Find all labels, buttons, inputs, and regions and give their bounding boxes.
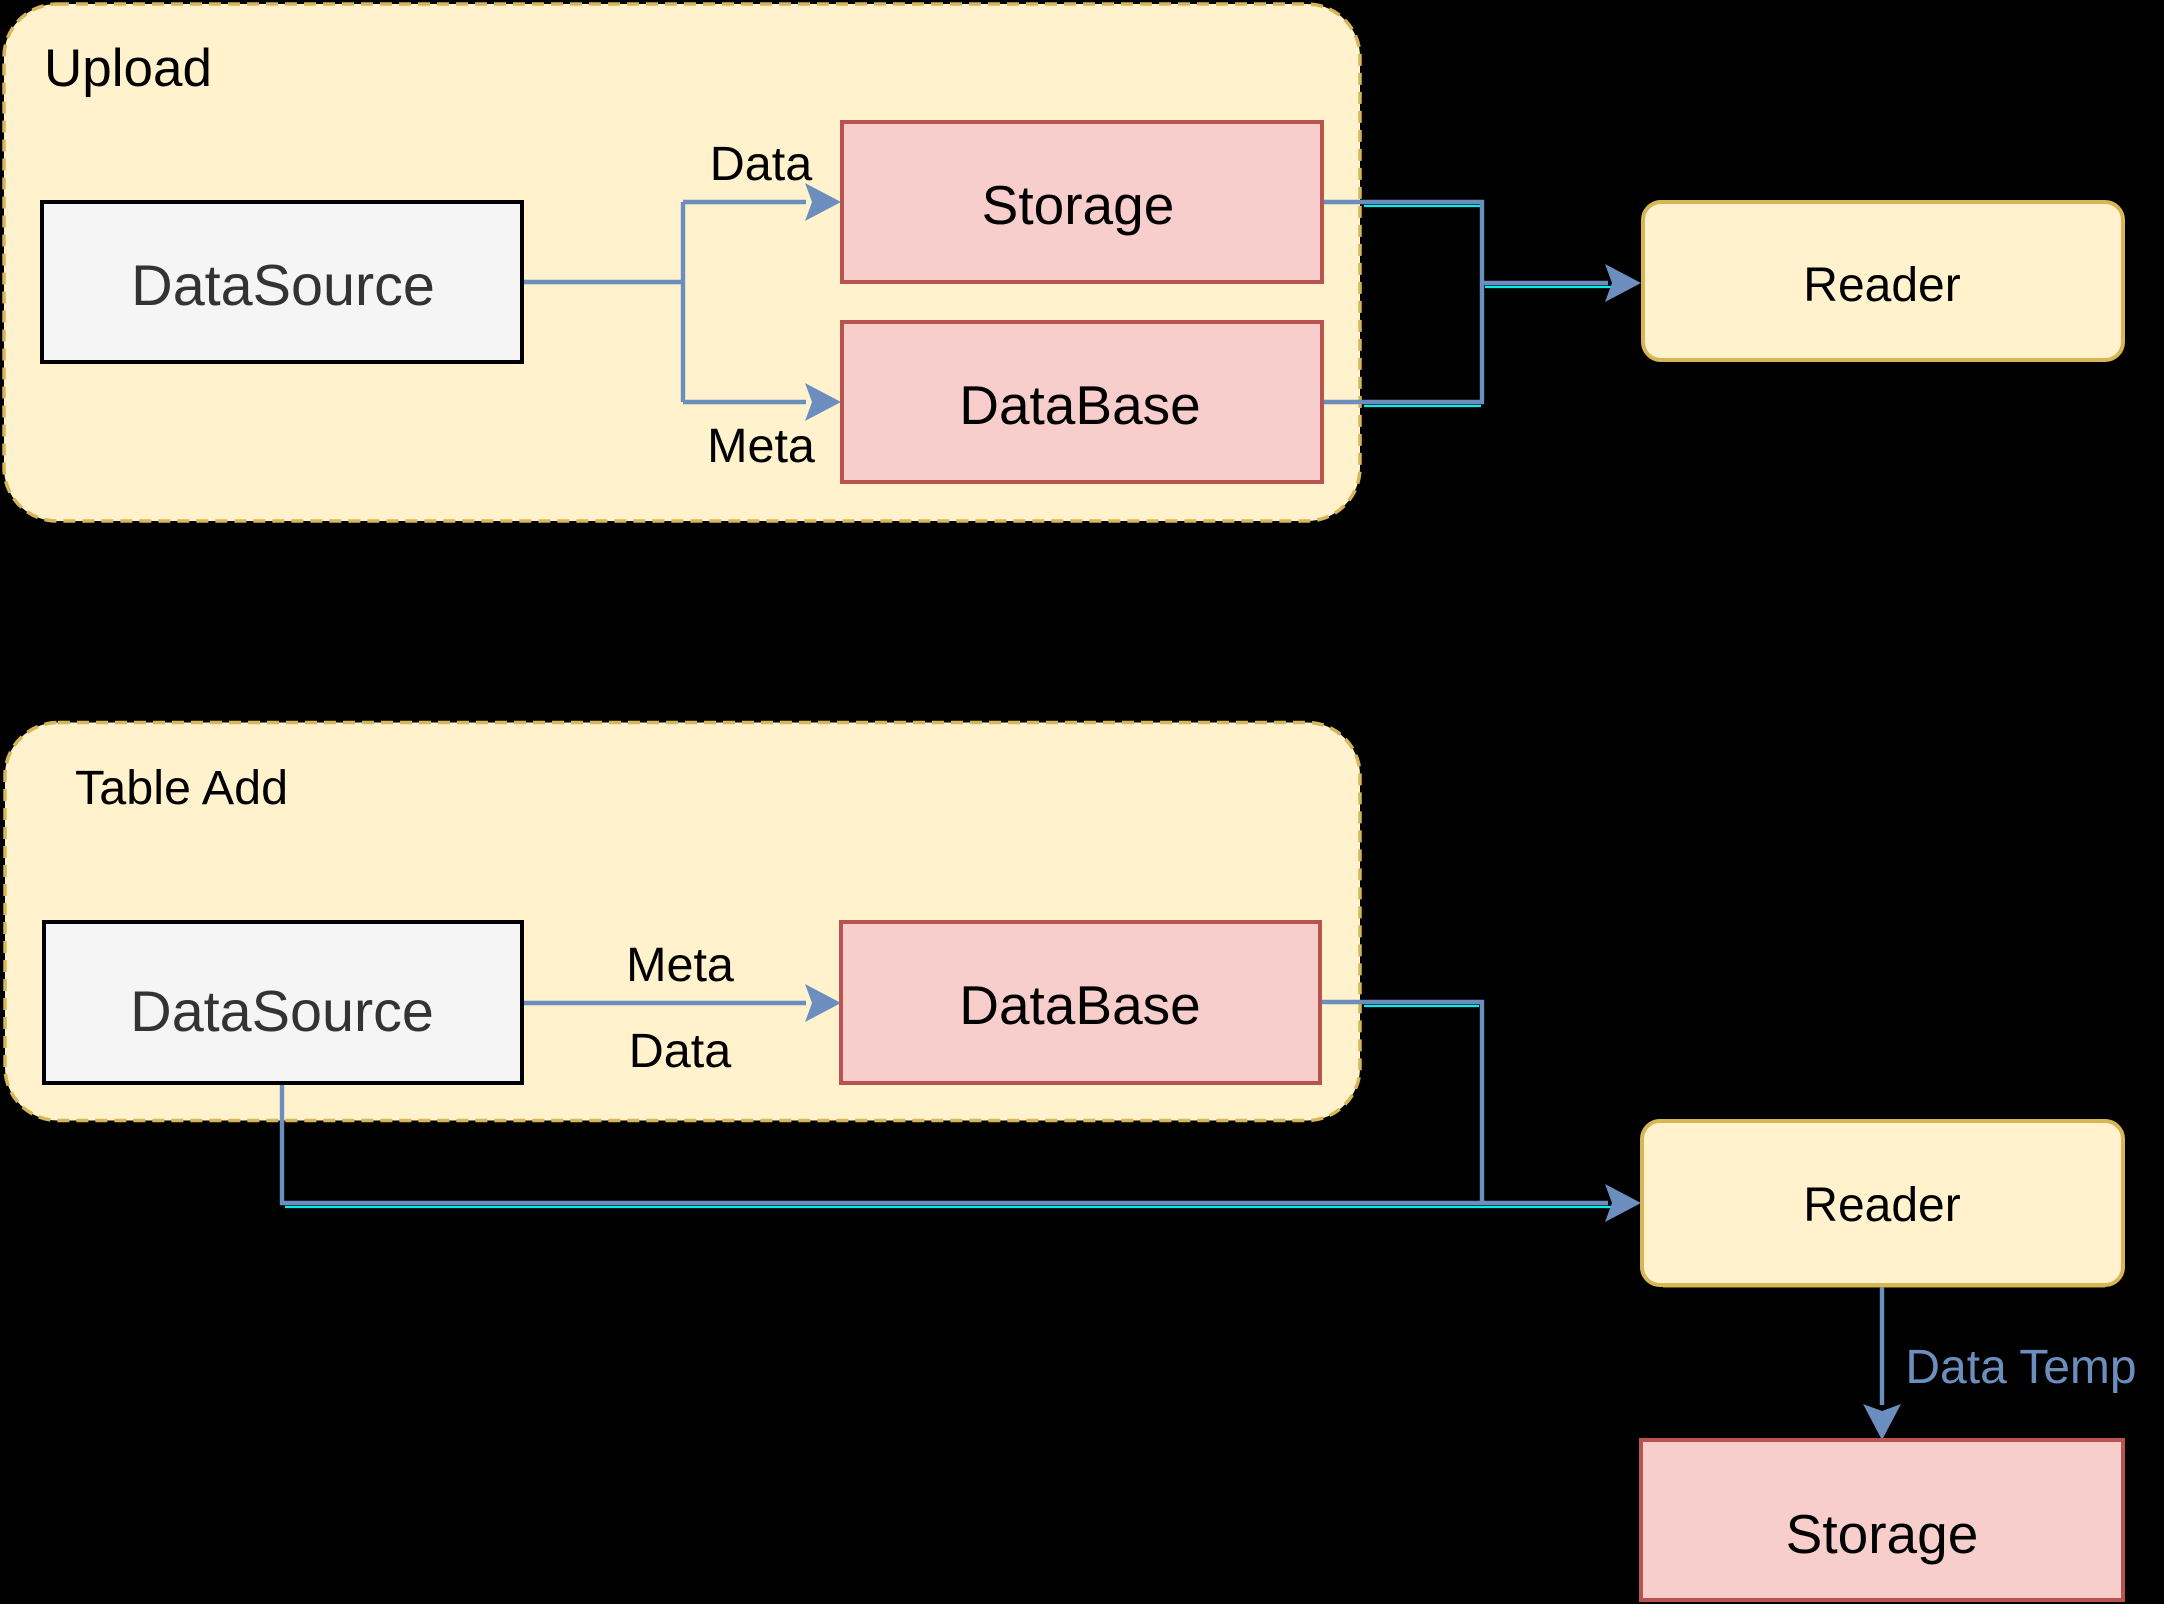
svg-text:Meta: Meta: [707, 419, 815, 473]
svg-text:DataSource: DataSource: [130, 980, 434, 1044]
svg-text:Reader: Reader: [1803, 259, 1960, 312]
svg-text:DataBase: DataBase: [959, 974, 1201, 1036]
svg-text:Data: Data: [710, 137, 812, 191]
svg-text:DataBase: DataBase: [959, 374, 1201, 436]
svg-text:Storage: Storage: [1786, 1503, 1979, 1565]
svg-text:Upload: Upload: [44, 39, 212, 98]
svg-text:Table Add: Table Add: [75, 761, 288, 815]
svg-text:Data Temp: Data Temp: [1905, 1341, 2136, 1394]
svg-text:Data: Data: [629, 1024, 731, 1078]
svg-text:Storage: Storage: [982, 174, 1175, 236]
svg-text:Meta: Meta: [626, 938, 734, 992]
svg-text:Reader: Reader: [1803, 1179, 1960, 1232]
svg-text:DataSource: DataSource: [131, 254, 435, 318]
